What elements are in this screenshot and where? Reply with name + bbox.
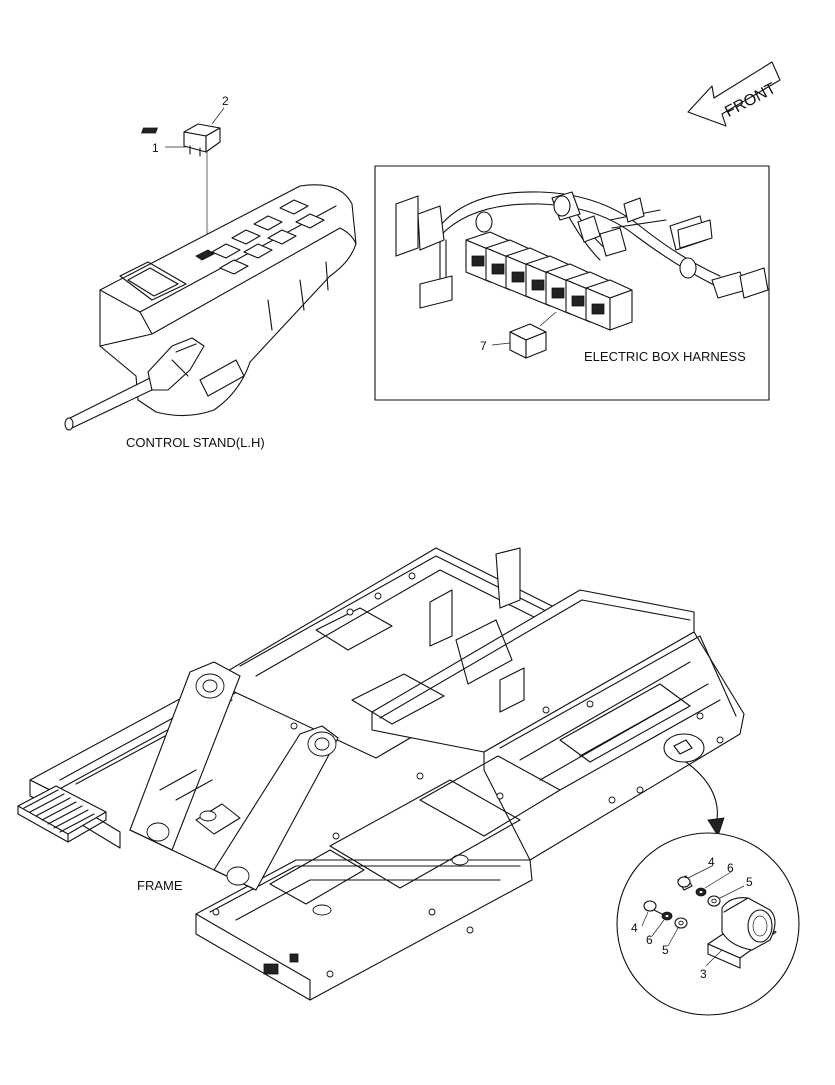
callout-switch-body: 1: [152, 141, 159, 155]
harness-connectors: [395, 191, 769, 309]
callout-spring-washer-lower: 6: [646, 933, 653, 947]
lower-fastener-stack: [643, 900, 688, 929]
buzzer-mount-highlight: [663, 733, 705, 763]
frame-bolt-holes: [212, 572, 724, 978]
relay-block: [465, 231, 633, 331]
upper-fastener-stack: [677, 875, 721, 907]
buzzer-body: [707, 897, 777, 969]
electric-box-harness-label: ELECTRIC BOX HARNESS: [584, 349, 746, 364]
callout-switch-cap: 2: [222, 94, 229, 108]
buzzer-detail: 4 6 5 4 6 5 3: [616, 832, 800, 1016]
callout-washer-upper: 5: [746, 875, 753, 889]
frame-assembly: FRAME: [17, 547, 745, 1001]
callout-bolt-upper: 4: [708, 855, 715, 869]
callout-buzzer: 3: [700, 967, 707, 981]
button-grid: [195, 199, 325, 275]
boom-support: [129, 661, 339, 891]
harness-detail-frame: [374, 165, 770, 401]
callout-relay: 7: [480, 339, 487, 353]
rocker-switch: [141, 123, 221, 248]
callout-washer-lower: 5: [662, 943, 669, 957]
control-stand-label: CONTROL STAND(L.H): [126, 435, 265, 450]
control-stand-assembly: 1 2: [64, 94, 357, 450]
callout-bolt-lower: 4: [631, 921, 638, 935]
frame-label: FRAME: [137, 878, 183, 893]
joystick-lever: [64, 337, 205, 431]
step-plate: [17, 785, 107, 843]
electric-box-harness-panel: 7 ELECTRIC BOX HARNESS: [374, 165, 770, 401]
callout-spring-washer-upper: 6: [727, 861, 734, 875]
relay-component: [491, 311, 557, 359]
control-stand-body: [64, 184, 357, 431]
front-arrow: FRONT: [687, 61, 781, 127]
detail-circle: [616, 832, 800, 1016]
